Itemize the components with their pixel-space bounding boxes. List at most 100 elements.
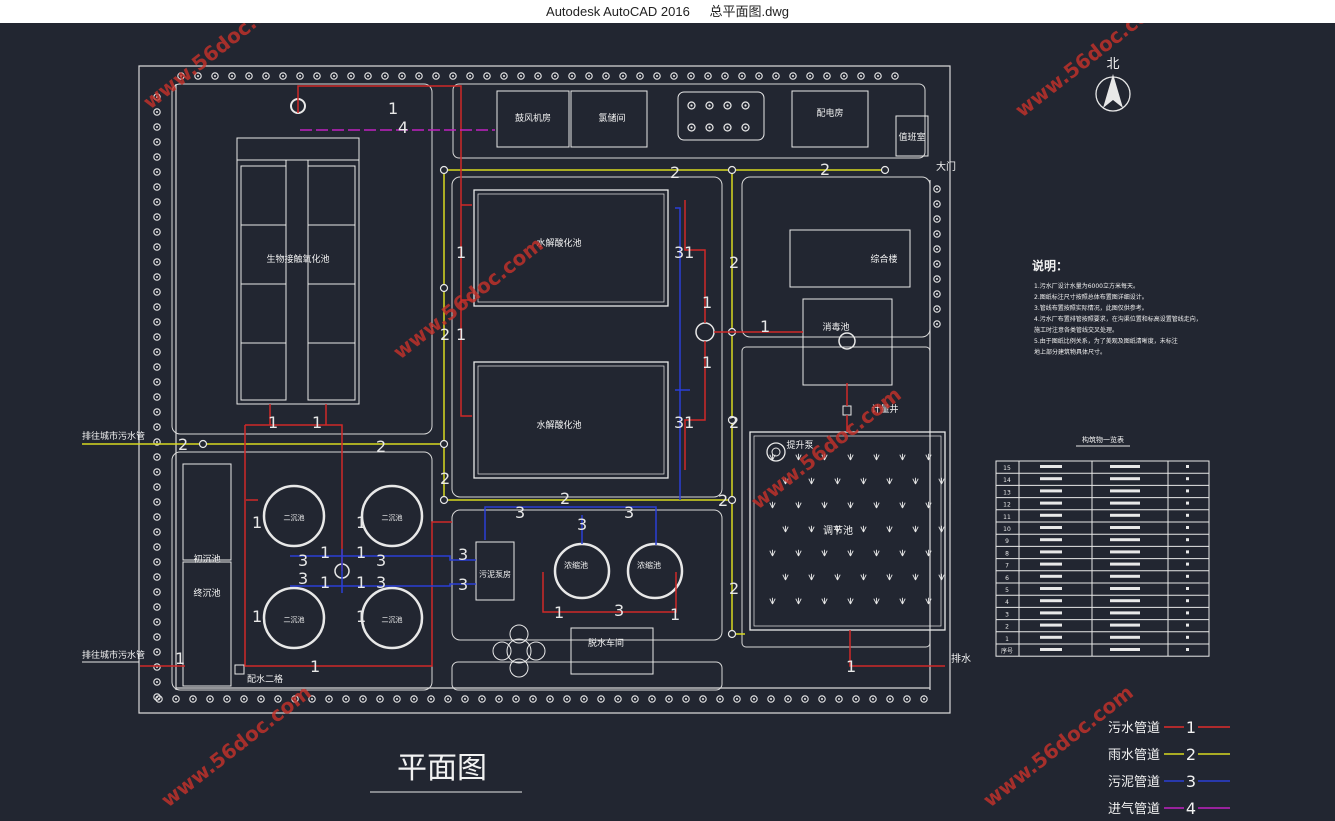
- bio-contact-tank[interactable]: 生物接触氧化池: [236, 98, 360, 405]
- sludge-pump-room[interactable]: 污泥泵房: [475, 541, 515, 601]
- tree-icon: [933, 185, 941, 193]
- sec-sed-tank-2[interactable]: 二沉池: [360, 484, 424, 548]
- rain-nodes: [198, 165, 890, 639]
- secondary-clarifier[interactable]: 终沉池: [182, 561, 232, 687]
- table-cell-spec: [1110, 623, 1140, 627]
- table-cell-spec: [1110, 648, 1140, 651]
- table-cell-qty: [1186, 574, 1189, 578]
- table-cell-name: [1040, 635, 1062, 639]
- table-cell-qty: [1186, 477, 1189, 481]
- tree-icon: [153, 498, 161, 506]
- table-cell-index: 15: [1003, 465, 1011, 472]
- sec-sed-tank-4[interactable]: 二沉池: [360, 586, 424, 650]
- tree-icon: [211, 72, 219, 80]
- tree-icon: [153, 408, 161, 416]
- svg-text:1: 1: [456, 325, 466, 344]
- thickener-2[interactable]: 浓缩池: [626, 542, 684, 600]
- table-cell-index: 5: [1005, 587, 1009, 594]
- table-cell-qty: [1186, 635, 1189, 639]
- svg-text:1: 1: [356, 573, 366, 592]
- svg-text:31: 31: [674, 243, 694, 262]
- tree-icon: [806, 72, 814, 80]
- tree-icon: [223, 695, 231, 703]
- grass-icon: [821, 501, 828, 509]
- bio-tank-label: 生物接触氧化池: [266, 253, 329, 265]
- table-cell-index: 7: [1005, 563, 1009, 570]
- hydrolysis-tank-1[interactable]: 水解酸化池: [473, 189, 669, 307]
- tree-icon: [461, 695, 469, 703]
- dist-well[interactable]: [234, 664, 245, 675]
- grass-icon: [782, 525, 789, 533]
- table-cell-spec: [1110, 574, 1140, 578]
- tree-icon: [551, 72, 559, 80]
- svg-text:1: 1: [388, 99, 398, 118]
- table-cell-index: 13: [1003, 489, 1011, 496]
- primary-clarifier[interactable]: 初沉池: [182, 463, 232, 565]
- tree-icon: [153, 258, 161, 266]
- tree-icon: [705, 101, 714, 110]
- tree-icon: [704, 72, 712, 80]
- tree-icon: [381, 72, 389, 80]
- blower-room[interactable]: 鼓风机房: [496, 90, 570, 148]
- svg-text:1: 1: [175, 649, 185, 668]
- svg-text:4: 4: [398, 118, 408, 137]
- office-building[interactable]: 综合楼: [789, 229, 911, 288]
- table-cell-name: [1040, 538, 1062, 542]
- tree-icon: [257, 695, 265, 703]
- grass-icon: [873, 549, 880, 557]
- grass-icon: [847, 597, 854, 605]
- tree-icon: [153, 468, 161, 476]
- svg-text:1: 1: [456, 243, 466, 262]
- table-cell-name: [1040, 562, 1062, 566]
- tree-icon: [153, 273, 161, 281]
- thickener-1[interactable]: 浓缩池: [553, 542, 611, 600]
- primary-clarifier-label: 初沉池: [193, 553, 220, 565]
- svg-text:2: 2: [729, 579, 739, 598]
- svg-text:1: 1: [312, 413, 322, 432]
- tree-icon: [444, 695, 452, 703]
- table-cell-qty: [1186, 465, 1189, 468]
- grass-icon: [834, 573, 841, 581]
- tree-icon: [153, 513, 161, 521]
- sec-sed-tank-3[interactable]: 二沉池: [262, 586, 326, 650]
- distribution-well[interactable]: [695, 322, 715, 342]
- grass-icon: [808, 525, 815, 533]
- tree-icon: [699, 695, 707, 703]
- tree-icon: [153, 453, 161, 461]
- legend-code-bg: [1184, 772, 1198, 790]
- power-room[interactable]: 配电房: [791, 90, 869, 148]
- grass-icon: [912, 525, 919, 533]
- guard-room[interactable]: 值班室: [895, 115, 929, 157]
- tree-icon: [228, 72, 236, 80]
- hydrolysis-tank-2[interactable]: 水解酸化池: [473, 361, 669, 479]
- grass-icon: [912, 477, 919, 485]
- tree-icon: [189, 695, 197, 703]
- grass-icon: [769, 597, 776, 605]
- grass-icon: [808, 573, 815, 581]
- table-cell-name: [1040, 526, 1062, 529]
- table-cell-name: [1040, 648, 1062, 651]
- dewater-room[interactable]: 脱水车间: [570, 627, 654, 675]
- sec-sed-tank-1[interactable]: 二沉池: [262, 484, 326, 548]
- tree-icon: [741, 101, 750, 110]
- grass-icon: [886, 525, 893, 533]
- tree-icon: [153, 333, 161, 341]
- chlorine-room[interactable]: 氯储间: [570, 90, 648, 148]
- contact-tank[interactable]: 消毒池: [802, 298, 893, 386]
- tree-icon: [580, 695, 588, 703]
- notes-line-1: 1.污水厂设计水量为6000立方米每天。: [1034, 282, 1139, 290]
- svg-text:2: 2: [376, 437, 386, 456]
- svg-text:3: 3: [624, 503, 634, 522]
- structure-table-title: 构筑物一览表: [1082, 435, 1124, 444]
- tree-icon: [653, 72, 661, 80]
- grass-icon: [847, 453, 854, 461]
- chlorine-room-label: 氯储间: [598, 112, 625, 124]
- tree-icon: [153, 678, 161, 686]
- tree-icon: [818, 695, 826, 703]
- svg-text:1: 1: [252, 607, 262, 626]
- grass-icon: [860, 477, 867, 485]
- sewage-pipes: [140, 85, 945, 667]
